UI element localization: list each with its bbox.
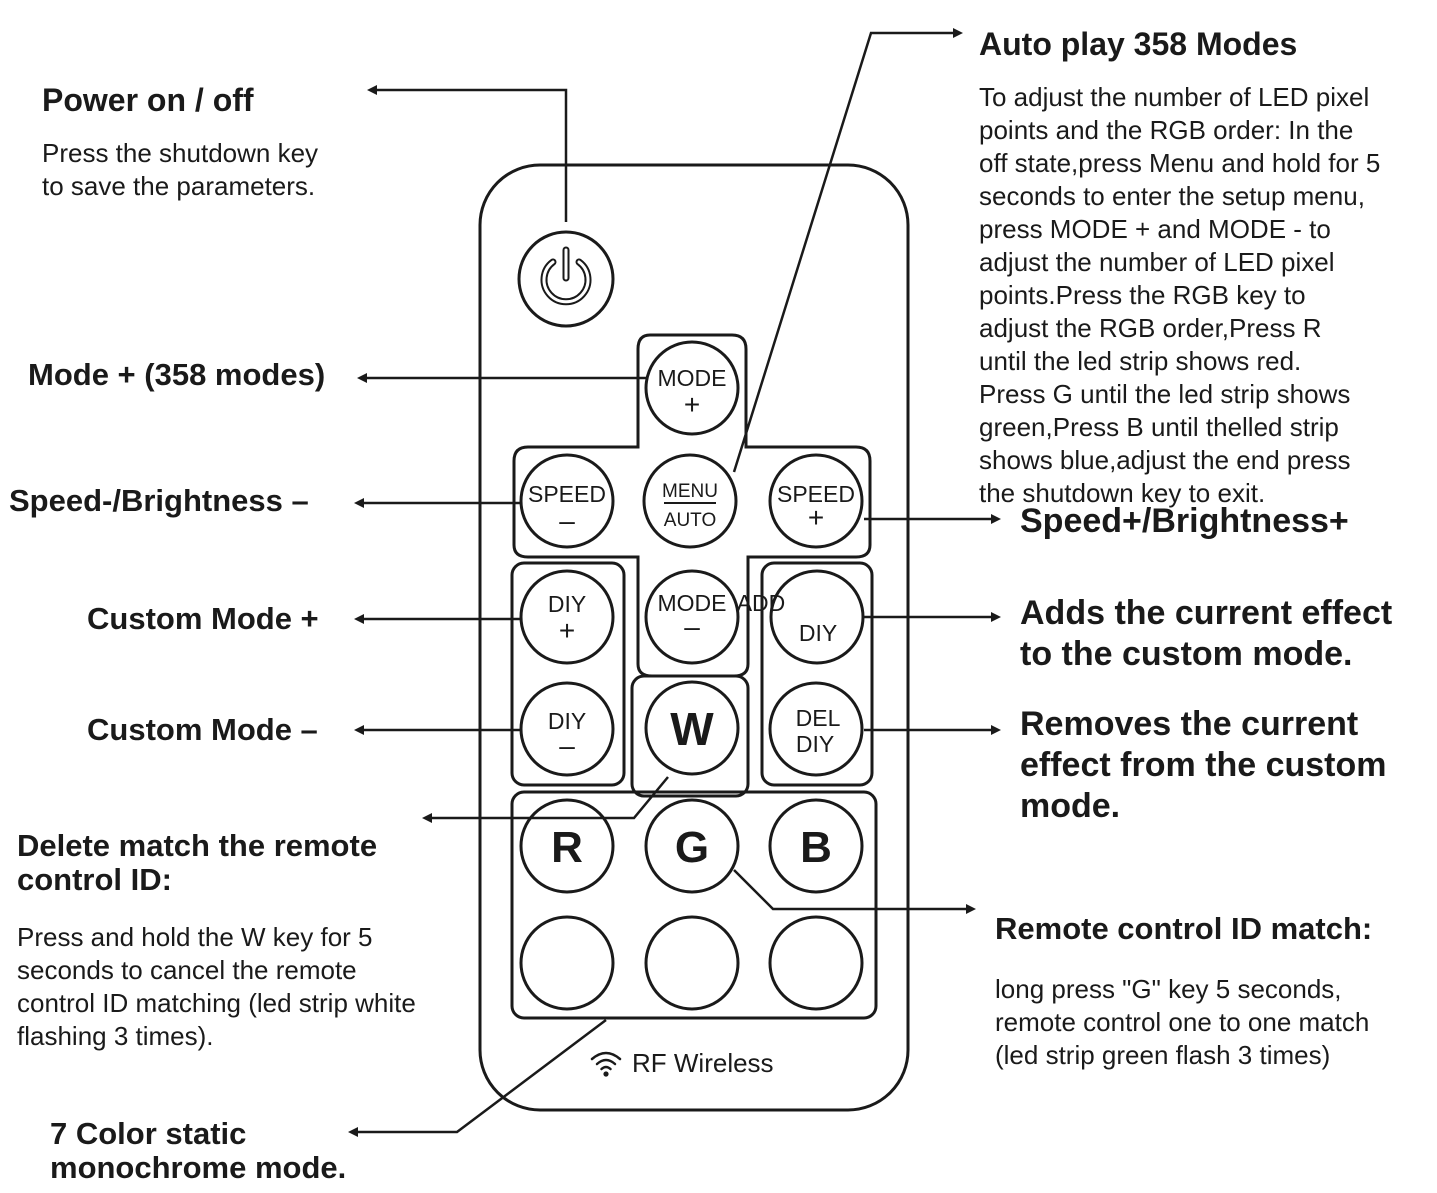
svg-text:ADD: ADD [737,590,786,616]
label-speed-minus: Speed-/Brightness – [9,483,309,518]
svg-text:SPEED: SPEED [528,481,606,507]
keypad-bottom-panel [510,790,878,1020]
svg-text:B: B [800,823,832,872]
b-button[interactable]: B [768,798,864,894]
label-id-match-title: Remote control ID match: [995,911,1373,946]
w-button[interactable]: W [644,680,740,776]
add-diy-button[interactable]: ADD DIY [737,569,865,665]
keypad-left-panel [510,561,626,787]
label-delete-match-desc: Press and hold the W key for 5 seconds t… [17,922,416,1051]
wifi-icon [590,1051,622,1077]
label-custom-plus: Custom Mode + [87,601,319,636]
svg-text:DIY: DIY [796,731,834,757]
arrow-id-match [733,869,976,914]
g-button[interactable]: G [644,798,740,894]
blank-button-1[interactable] [519,915,615,1011]
arrow-seven-color [348,1019,607,1137]
label-removes-current: Removes the current effect from the cust… [1020,705,1387,825]
svg-text:+: + [559,615,575,646]
label-delete-match-title: Delete match the remote control ID: [17,828,378,897]
svg-text:MODE: MODE [658,365,727,391]
label-power-title: Power on / off [42,82,254,118]
rf-wireless-footer: RF Wireless [588,1048,774,1079]
label-delete-match: Delete match the remote control ID: Pres… [17,811,416,1071]
label-auto-play-title: Auto play 358 Modes [979,26,1298,62]
svg-text:–: – [684,611,700,642]
svg-text:AUTO: AUTO [664,510,716,531]
power-button[interactable] [517,230,615,328]
label-id-match-desc: long press "G" key 5 seconds, remote con… [995,974,1370,1070]
arrow-auto-play [732,28,963,473]
svg-text:MENU: MENU [662,481,718,502]
rf-wireless-label: RF Wireless [632,1048,774,1078]
svg-text:+: + [684,389,700,420]
svg-text:+: + [808,502,824,533]
label-mode-plus: Mode + (358 modes) [28,357,326,392]
svg-text:–: – [559,730,575,761]
label-seven-color: 7 Color static monochrome mode. [50,1116,347,1185]
mode-plus-button[interactable]: MODE + [644,340,740,436]
svg-text:R: R [551,823,583,872]
label-custom-minus: Custom Mode – [87,712,318,747]
r-button[interactable]: R [519,798,615,894]
menu-auto-button[interactable]: MENU AUTO [642,453,738,549]
arrow-delete-match [422,776,669,823]
label-auto-play: Auto play 358 Modes To adjust the number… [979,7,1380,528]
svg-text:DIY: DIY [548,591,586,617]
callout-arrows [348,28,1001,1137]
label-speed-plus: Speed+/Brightness+ [1020,502,1349,540]
label-power-desc: Press the shutdown key to save the param… [42,138,319,201]
diy-plus-button[interactable]: DIY + [519,569,615,665]
keypad-right-panel [760,561,874,787]
svg-text:–: – [559,505,575,536]
svg-text:DIY: DIY [548,708,586,734]
speed-minus-button[interactable]: SPEED – [519,453,615,549]
svg-text:DIY: DIY [799,620,837,646]
svg-text:SPEED: SPEED [777,481,855,507]
mode-minus-button[interactable]: MODE – [644,569,740,665]
label-power: Power on / off Press the shutdown key to… [42,63,318,221]
svg-text:G: G [675,823,709,872]
label-adds-current: Adds the current effect to the custom mo… [1020,594,1393,673]
diy-minus-button[interactable]: DIY – [519,681,615,777]
blank-button-2[interactable] [644,915,740,1011]
svg-text:MODE: MODE [658,590,727,616]
blank-button-3[interactable] [768,915,864,1011]
speed-plus-button[interactable]: SPEED + [768,453,864,549]
power-icon [540,246,592,306]
label-id-match: Remote control ID match: long press "G" … [995,892,1372,1090]
del-diy-button[interactable]: DEL DIY [768,681,864,777]
label-auto-play-desc: To adjust the number of LED pixel points… [979,82,1381,508]
svg-text:DEL: DEL [796,705,841,731]
arrow-power [367,85,568,222]
svg-text:W: W [670,703,714,755]
keypad-w-panel [630,674,750,798]
